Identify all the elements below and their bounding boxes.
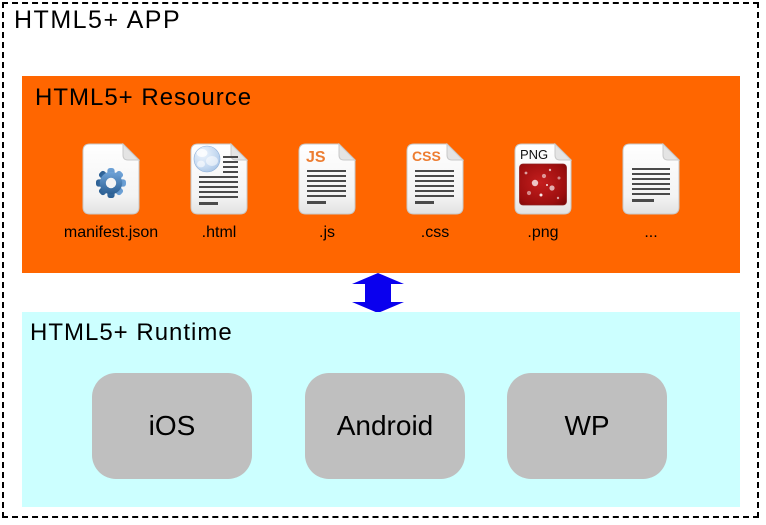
file-item-manifest: manifest.json xyxy=(59,143,163,242)
gear-file-icon xyxy=(82,143,140,215)
file-item-js: JS .js xyxy=(275,143,379,242)
png-file-icon: PNG xyxy=(514,143,572,215)
platform-label: WP xyxy=(564,410,610,441)
file-label: .html xyxy=(201,224,237,241)
js-badge: JS xyxy=(306,149,326,166)
file-item-html: .html xyxy=(167,143,271,242)
js-file-icon: JS xyxy=(298,143,356,215)
file-label: manifest.json xyxy=(63,224,159,241)
gear-icon xyxy=(96,168,126,198)
globe-file-icon xyxy=(190,143,248,215)
file-item-other: ... xyxy=(599,143,703,242)
text-lines xyxy=(632,168,670,202)
platform-ios: iOS xyxy=(92,373,252,479)
css-badge: CSS xyxy=(412,148,441,164)
runtime-title: HTML5+ Runtime xyxy=(30,319,233,346)
app-title: HTML5+ APP xyxy=(14,6,182,34)
document-file-icon xyxy=(622,143,680,215)
platform-label: iOS xyxy=(148,410,196,441)
bidirectional-arrow xyxy=(352,273,404,313)
file-label: .png xyxy=(527,224,559,241)
globe-icon xyxy=(193,145,221,173)
resource-title: HTML5+ Resource xyxy=(35,84,253,111)
file-item-css: CSS .css xyxy=(383,143,487,242)
image-icon xyxy=(519,163,567,206)
platform-wp: WP xyxy=(507,373,667,479)
png-badge: PNG xyxy=(520,147,548,162)
file-label: ... xyxy=(644,224,658,241)
runtime-section: HTML5+ Runtime iOS Android WP xyxy=(22,312,740,507)
platform-android: Android xyxy=(305,373,465,479)
file-item-png: PNG xyxy=(491,143,595,242)
text-lines xyxy=(199,156,238,205)
text-lines xyxy=(415,170,454,204)
resource-section: HTML5+ Resource xyxy=(22,76,740,273)
resource-files-row: manifest.json xyxy=(57,143,705,253)
css-file-icon: CSS xyxy=(406,143,464,215)
file-label: .css xyxy=(420,224,450,241)
up-down-arrow-icon xyxy=(352,273,404,313)
text-lines xyxy=(307,170,346,204)
platform-label: Android xyxy=(336,410,434,441)
file-label: .js xyxy=(319,224,335,241)
